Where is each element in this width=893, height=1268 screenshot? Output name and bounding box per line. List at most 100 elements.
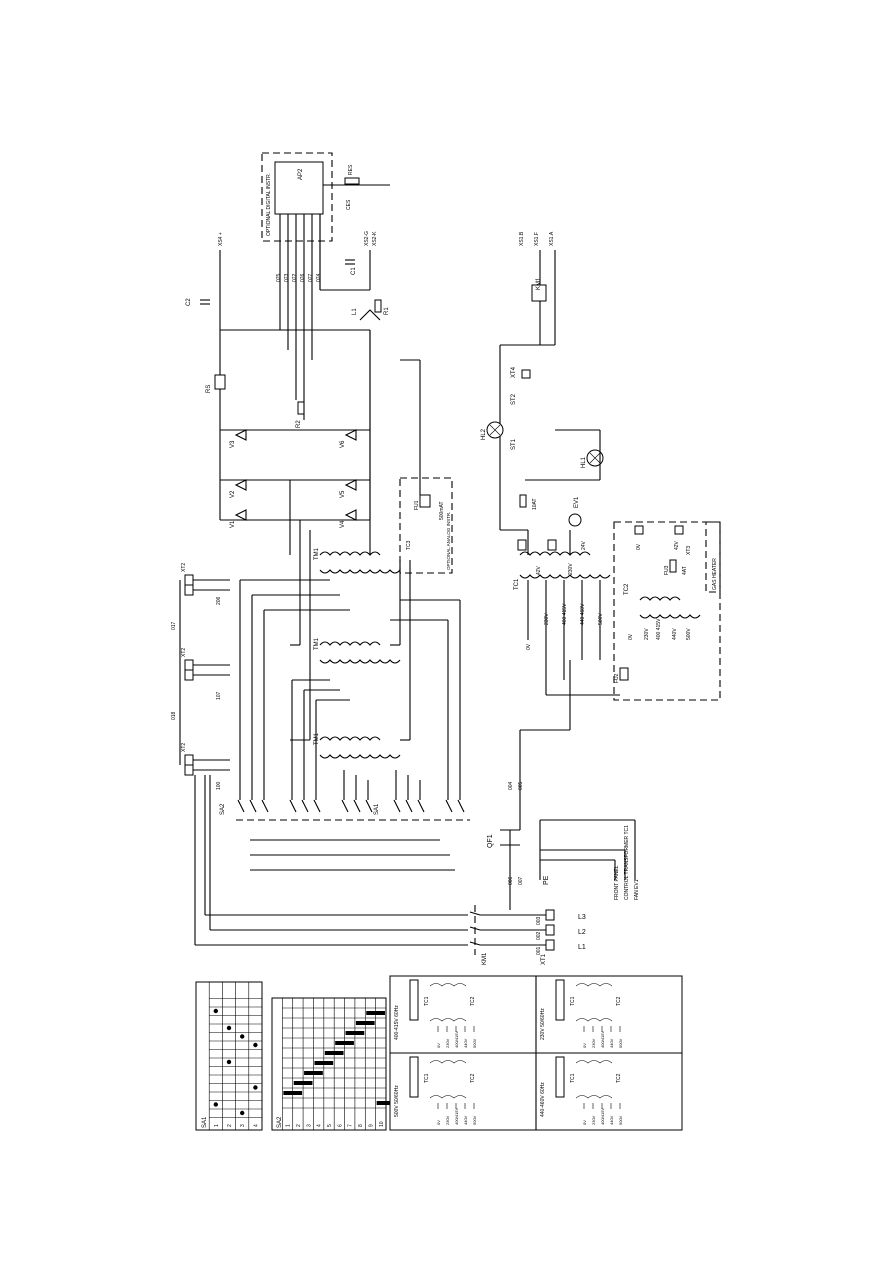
xt2-label-c: XT2 xyxy=(181,743,187,752)
sa2-label: SA2 xyxy=(220,803,226,815)
variant-winding xyxy=(575,983,613,987)
wire-label: 004 xyxy=(508,781,514,790)
fu-x-rating: 10AT xyxy=(532,498,538,510)
control-transformer-tc1: TC1 0V 230V 400 415V 440 460V 500V 42V 2… xyxy=(499,345,611,680)
tm1-label-a: TM1 xyxy=(314,547,320,560)
sa1-label: SA1 xyxy=(374,803,380,815)
xs4-label: XS4 + xyxy=(218,232,224,246)
diode-v6: V6 xyxy=(340,440,346,448)
variant-tap-label: 400/415V xyxy=(454,1031,459,1048)
tc1-label: TC1 xyxy=(514,578,520,590)
digital-box-label: OPTIONAL DIGITAL INSTR. xyxy=(266,173,272,236)
wire-label: 006 xyxy=(508,876,514,885)
sa2-table-label: SA2 xyxy=(277,1116,283,1128)
sa1-contact-dot xyxy=(213,1008,218,1014)
tc2-label: TC2 xyxy=(624,583,630,595)
wire-label: 018 xyxy=(171,711,177,720)
variant-tap-label: 230V xyxy=(591,1038,596,1048)
variant-winding xyxy=(575,1018,613,1022)
tm1-label-c: TM1 xyxy=(314,732,320,745)
sa1-row-label: 3 xyxy=(240,1124,246,1127)
rectifier-diodes: V1 V2 V3 V4 V5 V6 xyxy=(230,429,357,528)
km1-coil-label: KM1 xyxy=(536,277,542,290)
rs-label: RS xyxy=(206,385,212,393)
sa2-contact-bar xyxy=(283,1091,303,1095)
tc1-tap-0: 0V xyxy=(526,643,532,650)
qf1-label: QF1 xyxy=(487,834,494,848)
wire-label: 074 xyxy=(316,273,322,282)
diode-v1: V1 xyxy=(230,520,236,528)
sa2-contact-bar xyxy=(293,1081,313,1085)
sa2-row-label: 8 xyxy=(358,1124,364,1127)
hl2-label: HL2 xyxy=(481,428,487,440)
sa1-contact-dot xyxy=(240,1110,245,1116)
sa2-row-label: 4 xyxy=(317,1124,323,1127)
variant-tc1-label: TC1 xyxy=(424,996,430,1006)
sa1-row-label: 4 xyxy=(253,1124,259,1127)
fu3-rating: 4AT xyxy=(682,566,688,575)
variant-terminal-strip xyxy=(409,979,419,1021)
fu1-rating: 500mAT xyxy=(439,501,445,520)
wire-label: 017 xyxy=(171,621,177,630)
tc2-tap-2: 400 415V xyxy=(656,618,662,640)
xt2-terminals: XT2 XT2 XT2 xyxy=(179,563,230,776)
ev1-label: EV1 xyxy=(574,496,580,508)
sa1-row-label: 1 xyxy=(214,1124,220,1127)
mains-label-l3: L3 xyxy=(578,914,586,921)
r1-label: R1 xyxy=(384,307,390,315)
tc2-sec-0: 0V xyxy=(636,543,642,550)
analog-box-label: OPTIONAL ANALOG INSTR. xyxy=(446,512,451,570)
sa2-contact-bar xyxy=(366,1011,385,1015)
variant-tc1-label: TC1 xyxy=(424,1073,430,1083)
sa2-row-label: 10 xyxy=(379,1121,385,1127)
tc1-sec-0: 42V xyxy=(536,565,542,575)
diode-v4: V4 xyxy=(340,520,346,528)
sa1-contact-dot xyxy=(253,1085,258,1090)
variant-title-1: 500V 50/60Hz xyxy=(394,1085,400,1117)
xt1-label: XT1 xyxy=(541,953,547,965)
variant-tap-label: 0V xyxy=(582,1043,587,1048)
variant-tap-label: 0V xyxy=(582,1120,587,1125)
tc1-sec-1: 230V xyxy=(568,563,574,575)
st2-label: ST2 xyxy=(511,393,517,405)
output-section: RS R2 C2 XS4 + L1 R1 C1 XS2-G XS2-K xyxy=(186,200,390,428)
schematic-main: L3 L2 L1 XT1 KM1 PE QF1 FRONT PANEL xyxy=(171,152,721,965)
wire-label: 007 xyxy=(518,876,524,885)
tc1-tap-3: 440 460V xyxy=(580,603,586,625)
variant-tc1-label: TC1 xyxy=(570,1073,576,1083)
sa2-contact-bar xyxy=(335,1041,354,1045)
sa2-contact-bar xyxy=(304,1071,323,1075)
variant-tap-label: 500V xyxy=(618,1115,623,1125)
variant-title-0: 400-415V 60Hz xyxy=(394,1005,400,1040)
sa2-contact-bar xyxy=(376,1101,396,1105)
variant-tap-label: 440V xyxy=(609,1038,614,1048)
diode-v3: V3 xyxy=(230,440,236,448)
variant-tap-label: 0V xyxy=(436,1120,441,1125)
tc2-tap-3: 440V xyxy=(672,628,678,640)
variant-tc1-label: TC1 xyxy=(570,996,576,1006)
sa2-row-label: 5 xyxy=(327,1124,333,1127)
variant-tap-label: 500V xyxy=(472,1115,477,1125)
xs2k-label: XS2-K xyxy=(372,231,378,246)
fu1-label: FU1 xyxy=(414,500,420,510)
variant-tap-label: 230V xyxy=(591,1115,596,1125)
variant-tap-label: 400/415V xyxy=(600,1108,605,1125)
st1-label: ST1 xyxy=(511,438,517,450)
wire-label: 073 xyxy=(284,273,290,282)
variant-tc2-label: TC2 xyxy=(470,996,476,1006)
variant-tc2-label: TC2 xyxy=(470,1073,476,1083)
sa2-contact-bar xyxy=(314,1061,334,1065)
variant-terminal-strip xyxy=(555,979,565,1021)
xt3-label: XT3 xyxy=(686,546,692,555)
tm1-label-b: TM1 xyxy=(314,637,320,650)
wire-label: 003 xyxy=(536,916,542,925)
diode-v2: V2 xyxy=(230,490,236,498)
wire-label: 075 xyxy=(276,273,282,282)
sa2-contact-bar xyxy=(324,1051,344,1055)
sa1-contact-dot xyxy=(226,1059,232,1065)
variant-tap-label: 440V xyxy=(463,1115,468,1125)
variant-title-2: 230V 50/60Hz xyxy=(540,1008,546,1040)
digital-instrument-box: AP2 OPTIONAL DIGITAL INSTR. RES CES xyxy=(261,152,390,420)
wire-label: 206 xyxy=(216,596,222,605)
